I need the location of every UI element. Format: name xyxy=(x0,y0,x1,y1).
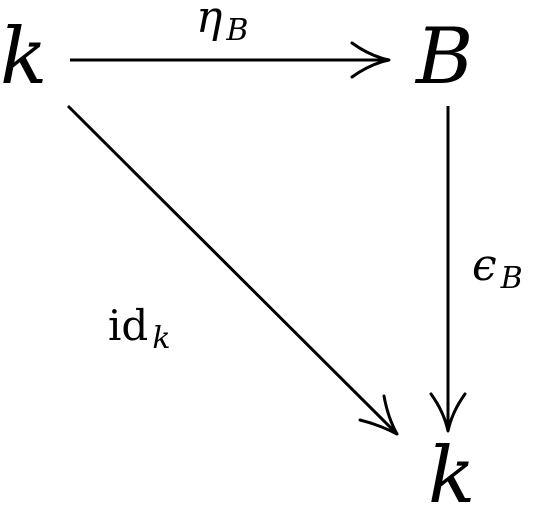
node-bottom-right-k: k xyxy=(428,431,475,512)
arrow-identity-k-head xyxy=(358,394,399,436)
arrow-eta-b-head xyxy=(350,41,391,79)
arrow-identity-k-shaft xyxy=(66,104,399,436)
label-identity-symbol: id xyxy=(108,301,148,350)
label-epsilon-symbol: ϵ xyxy=(472,240,497,291)
arrow-eta-b xyxy=(70,41,391,79)
arrow-epsilon-b xyxy=(429,106,467,433)
arrow-identity-k xyxy=(66,104,399,436)
node-top-right-b: B xyxy=(414,12,473,102)
label-eta-symbol: η xyxy=(196,0,222,43)
label-identity-k: id k xyxy=(108,301,171,356)
node-top-left-k: k xyxy=(0,12,47,102)
label-identity-subscript: k xyxy=(152,321,170,356)
label-eta-subscript: B xyxy=(225,13,248,48)
arrow-epsilon-b-head xyxy=(429,392,467,433)
label-eta-b: η B xyxy=(196,0,248,48)
label-epsilon-subscript: B xyxy=(500,261,523,296)
label-epsilon-b: ϵ B xyxy=(472,240,523,296)
